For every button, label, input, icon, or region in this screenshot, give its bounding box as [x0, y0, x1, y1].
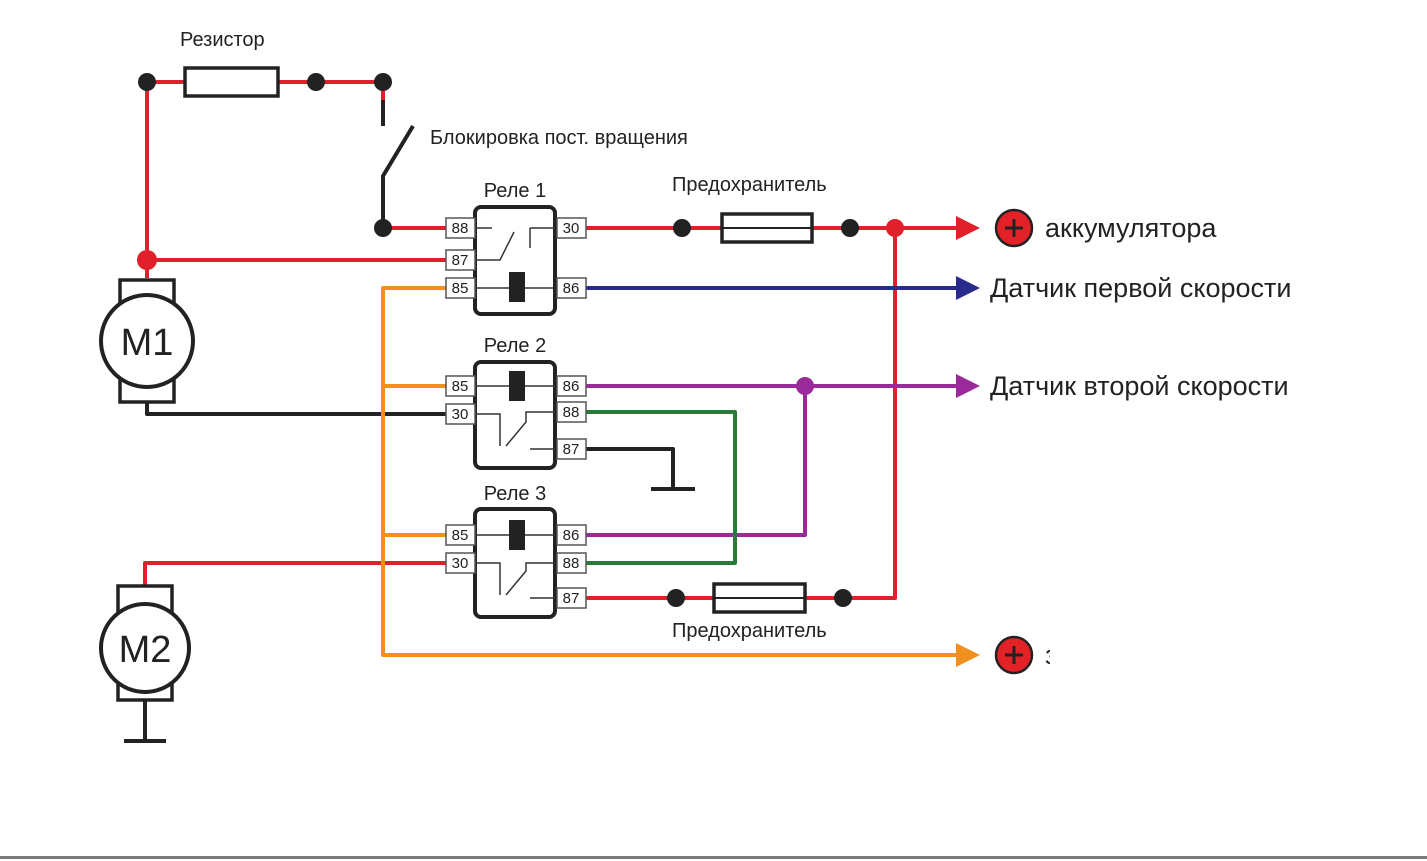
junction-dot: [834, 589, 852, 607]
relay-3-pin: 86: [563, 527, 580, 544]
relay-1-pin: 88: [452, 220, 469, 237]
battery-label: аккумулятора: [1045, 213, 1217, 243]
relay-1-pin: 30: [563, 220, 580, 237]
relay-1-pin: 86: [563, 280, 580, 297]
motor-m1-label: M1: [121, 322, 174, 364]
junction-dot: [673, 219, 691, 237]
sensor2-label: Датчик второй скорости: [990, 371, 1289, 401]
relay-2: Реле 2 85 30 86 88 87: [445, 335, 587, 470]
junction-dot: [374, 219, 392, 237]
relay-3-pin: 30: [452, 555, 469, 572]
junction-dot: [307, 73, 325, 91]
relay-3-title: Реле 3: [484, 483, 546, 505]
wire-relay3-86-purple: [586, 386, 807, 537]
relay-2-pin: 85: [452, 378, 469, 395]
ignition-plus-icon: [994, 635, 1034, 675]
lock-switch-blade: [381, 100, 415, 228]
relay-3-coil: [509, 520, 525, 550]
relay-2-title: Реле 2: [484, 335, 546, 357]
arrow-ignition: [956, 643, 980, 667]
relay-1-coil: [509, 272, 525, 302]
wire-m1-resistor: [145, 80, 185, 278]
motor-m1: M1: [99, 278, 195, 404]
relay-2-pin: 86: [563, 378, 580, 395]
wire-m1-relay2-30: [145, 402, 446, 416]
resistor-symbol: [183, 66, 280, 98]
lock-switch-label: Блокировка пост. вращения: [430, 127, 688, 149]
relay-3-pin: 85: [452, 527, 469, 544]
arrow-sensor1: [956, 276, 980, 300]
junction-dot: [667, 589, 685, 607]
wire-relay2-88-relay3-88: [586, 410, 737, 565]
crop-mask: [1050, 630, 1300, 680]
relay-2-pin: 30: [452, 406, 469, 423]
fuse-bottom-label: Предохранитель: [672, 620, 827, 642]
bottom-divider: [0, 856, 1427, 859]
relay-1-pin: 85: [452, 280, 469, 297]
sensor1-label: Датчик первой скорости: [990, 273, 1291, 303]
wire-m2-relay3-30: [143, 561, 446, 586]
junction-dot: [374, 73, 392, 91]
wire-relay2-87-ground: [586, 447, 675, 489]
motor-m2-label: M2: [119, 629, 172, 671]
relay-2-coil: [509, 371, 525, 401]
junction-dot: [137, 250, 157, 270]
fuse-top-label: Предохранитель: [672, 174, 827, 196]
relay-3-pin: 88: [563, 555, 580, 572]
relay-2-pin: 87: [563, 441, 580, 458]
junction-dot: [841, 219, 859, 237]
resistor-label: Резистор: [180, 29, 265, 51]
junction-dot: [138, 73, 156, 91]
relay-3-pin: 87: [563, 590, 580, 607]
relay-1: Реле 1 88 87 85 30 86: [445, 180, 587, 316]
junction-dot: [796, 377, 814, 395]
relay-1-title: Реле 1: [484, 180, 546, 202]
relay-1-pin: 87: [452, 252, 469, 269]
wire-orange-bus: [381, 286, 958, 657]
junction-dot: [886, 219, 904, 237]
motor-m2: M2: [99, 584, 191, 702]
relay-3: Реле 3 85 30 86 88 87: [445, 483, 587, 619]
relay-2-pin: 88: [563, 404, 580, 421]
battery-plus-icon: [994, 208, 1034, 248]
arrow-sensor2: [956, 374, 980, 398]
wire-resistor-switch: [278, 80, 385, 126]
wire-battery-vertical: [805, 228, 897, 600]
arrow-battery: [956, 216, 980, 240]
